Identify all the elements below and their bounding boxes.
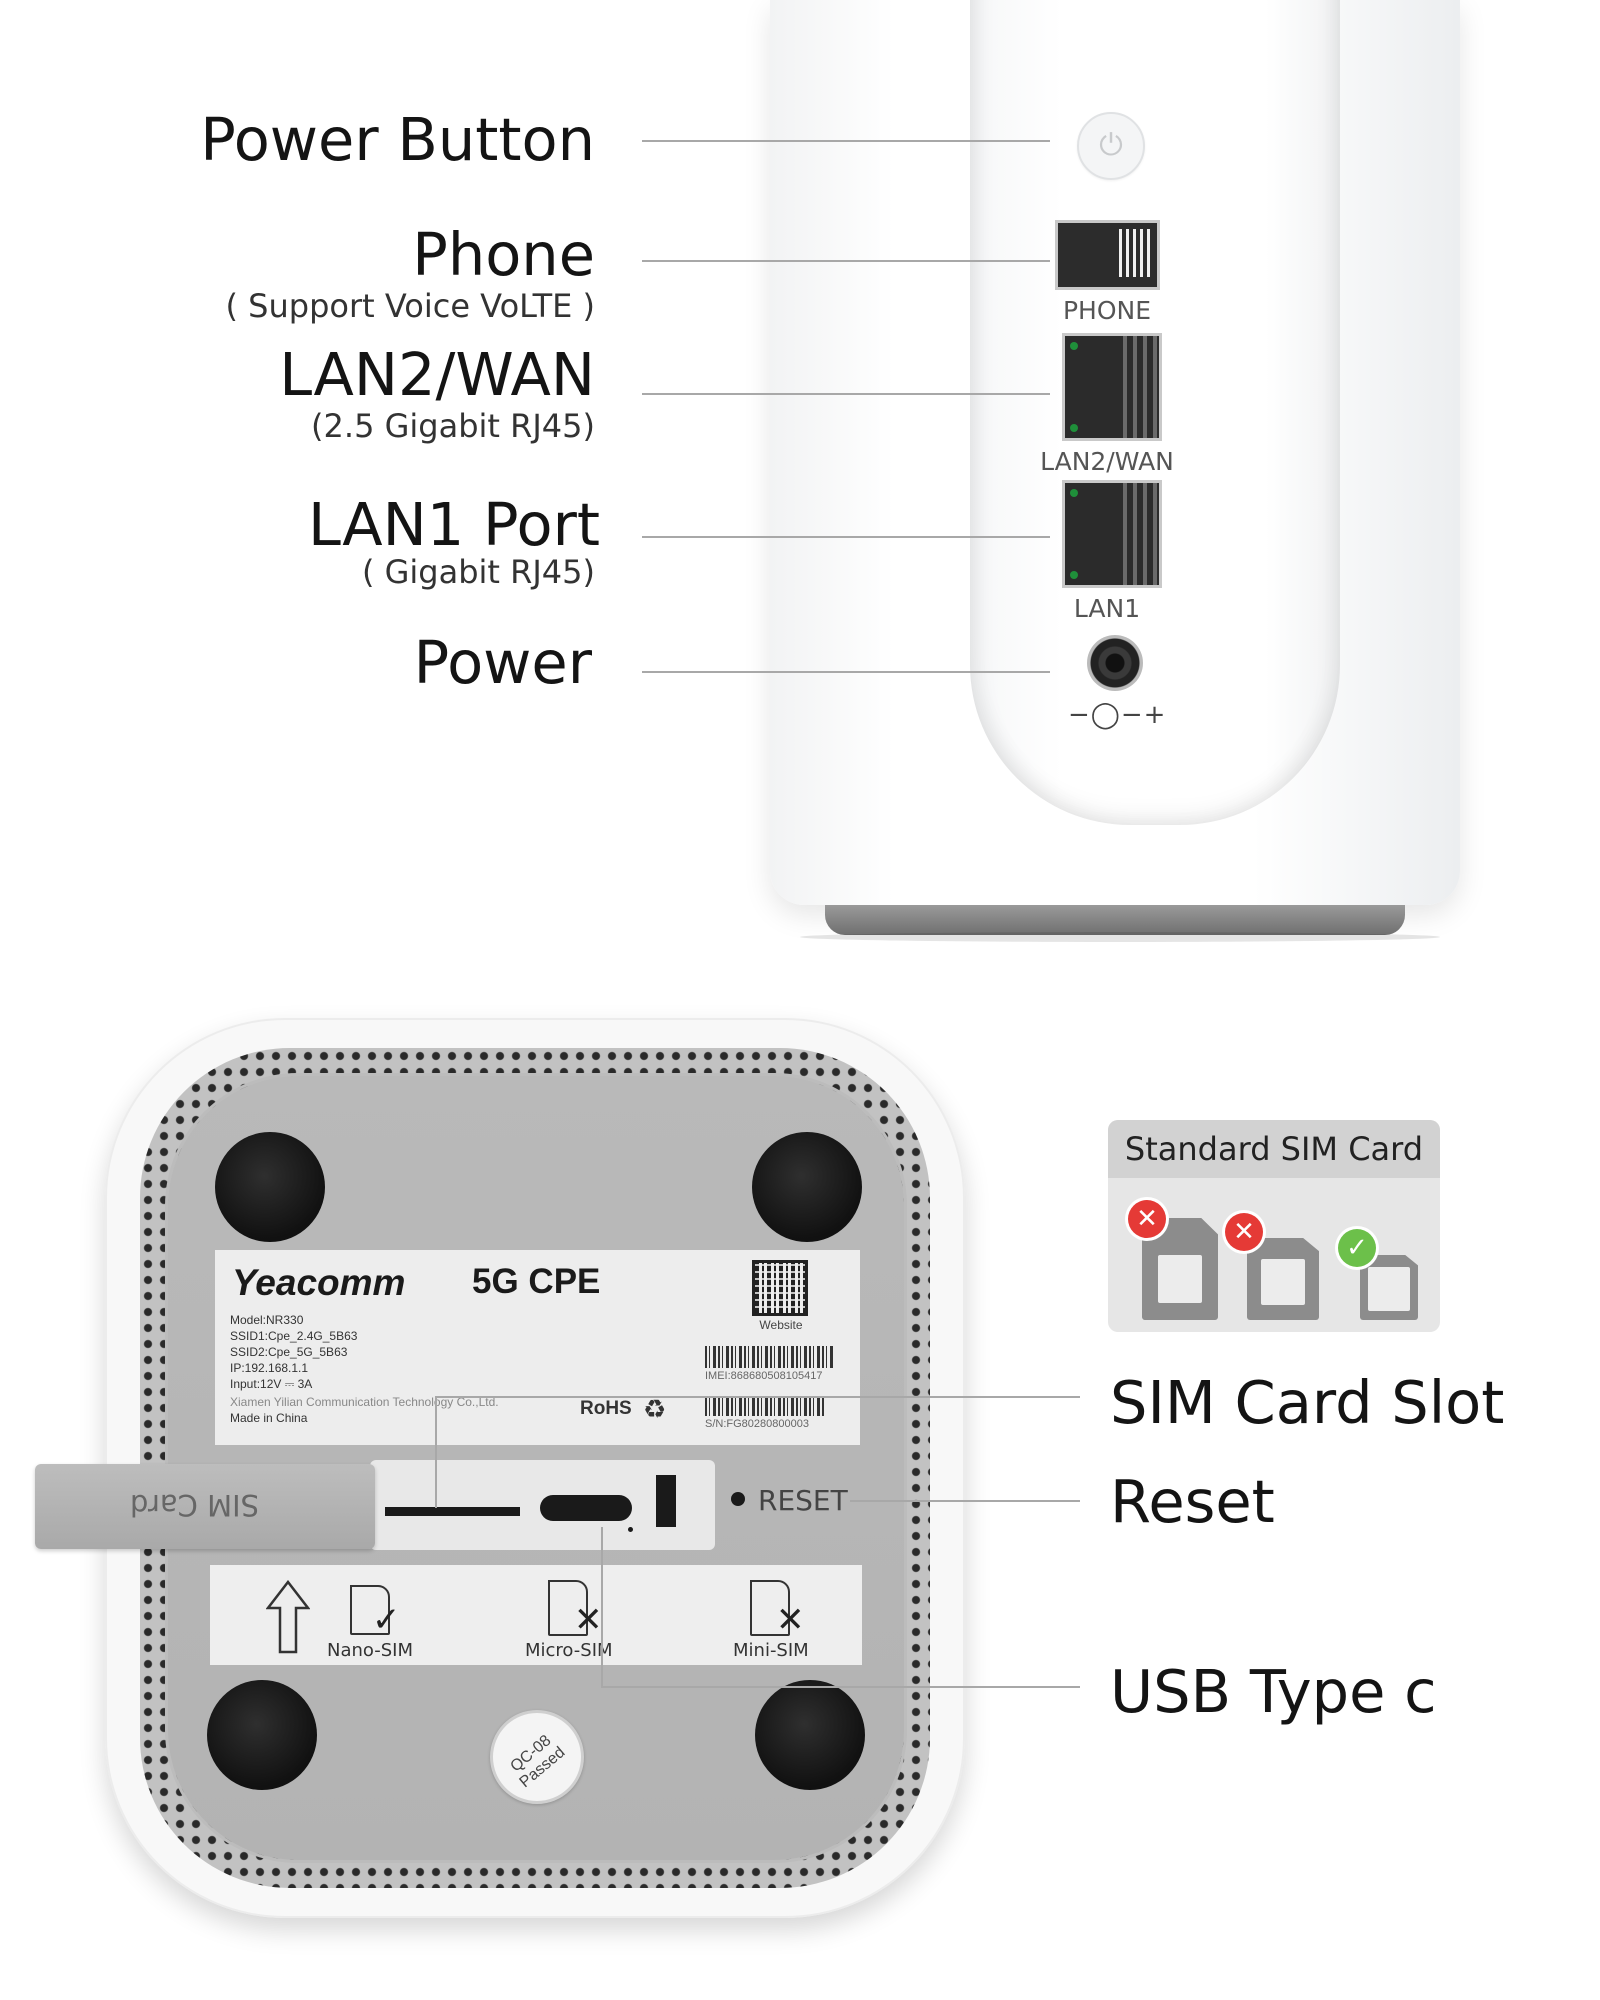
leader-sim-slot <box>435 1396 1080 1398</box>
standard-sim-chip-icon <box>1156 1253 1204 1305</box>
rubber-foot-bottom-right <box>755 1680 865 1790</box>
leader-power-button <box>642 140 1050 142</box>
leader-sim-slot-drop <box>435 1396 437 1508</box>
callout-lan1-subtitle: ( Gigabit RJ45) <box>361 553 595 591</box>
router-base-shadow <box>800 932 1440 942</box>
usb-type-c-port[interactable] <box>540 1495 632 1521</box>
qc-passed-seal: QC-08 Passed <box>490 1710 584 1804</box>
qr-caption: Website <box>759 1318 803 1332</box>
rohs-mark: RoHS <box>580 1398 632 1419</box>
mini-sim-cross-icon: ✕ <box>776 1600 805 1640</box>
rubber-foot-top-right <box>752 1132 862 1242</box>
callout-lan1: LAN1 Port <box>308 490 600 559</box>
sticker-brand: Yeacomm <box>232 1262 406 1303</box>
nano-sim-chip-icon <box>1366 1265 1412 1313</box>
leader-reset <box>850 1500 1080 1502</box>
micro-sim-chip-icon <box>1259 1257 1307 1307</box>
recycle-icon: ♻ <box>643 1394 667 1424</box>
lan2-wan-port <box>1062 333 1162 441</box>
lan2-led-bottom <box>1070 424 1078 432</box>
nano-sim-label: Nano-SIM <box>327 1640 414 1661</box>
sticker-input: Input:12V ⎓ 3A <box>230 1377 313 1391</box>
insert-arrow-icon <box>266 1580 310 1654</box>
lan1-port-pins <box>1116 483 1159 585</box>
dc-power-jack <box>1087 635 1143 691</box>
qc-seal-text: QC-08 Passed <box>507 1732 569 1792</box>
leader-usb <box>601 1686 1080 1688</box>
mini-sim-outline-icon <box>750 1580 790 1636</box>
barcode-serial-text: S/N:FG80280800003 <box>705 1418 809 1430</box>
sticker-origin: Made in China <box>230 1411 308 1425</box>
callout-usb-type-c: USB Type c <box>1110 1657 1437 1726</box>
phone-port-label: PHONE <box>1062 296 1152 325</box>
lan1-led-bottom <box>1070 571 1078 579</box>
sim-card-slot[interactable] <box>385 1507 520 1516</box>
callout-power: Power <box>413 628 592 697</box>
rubber-foot-bottom-left <box>207 1680 317 1790</box>
sticker-product: 5G CPE <box>472 1262 601 1301</box>
sticker-model: Model:NR330 <box>230 1313 304 1327</box>
nano-sim-outline-icon <box>350 1585 390 1635</box>
sticker-maker: Xiamen Yilian Communication Technology C… <box>230 1395 499 1409</box>
dc-polarity-icon: −◯−+ <box>1068 700 1167 730</box>
rubber-foot-top-left <box>215 1132 325 1242</box>
lan1-led-top <box>1070 489 1078 497</box>
lan2-led-top <box>1070 342 1078 350</box>
mini-sim-label: Mini-SIM <box>733 1640 809 1661</box>
callout-phone-subtitle: ( Support Voice VoLTE ) <box>225 287 595 325</box>
callout-sim-card-slot: SIM Card Slot <box>1110 1368 1505 1437</box>
lan1-port <box>1062 480 1162 588</box>
sticker-ssid1: SSID1:Cpe_2.4G_5B63 <box>230 1329 358 1343</box>
barcode-serial <box>705 1396 825 1416</box>
power-button-icon[interactable]: ⏻ <box>1077 112 1145 180</box>
micro-sim-cross-icon: ✕ <box>1225 1213 1263 1251</box>
reset-dot-icon <box>731 1492 745 1506</box>
standard-sim-cross-icon: ✕ <box>1128 1200 1166 1238</box>
qr-code <box>752 1260 808 1316</box>
leader-lan2-wan <box>642 393 1050 395</box>
phone-port-pins <box>1119 229 1153 277</box>
micro-sim-cross-icon: ✕ <box>574 1600 603 1640</box>
callout-reset: Reset <box>1110 1467 1275 1536</box>
lan2-port-label: LAN2/WAN <box>1040 447 1174 476</box>
leader-phone <box>642 260 1050 262</box>
router-base <box>825 905 1405 935</box>
barcode-imei-text: IMEI:868680508105417 <box>705 1370 823 1382</box>
callout-power-button: Power Button <box>200 105 595 174</box>
sim-tray-label: SIM Card <box>130 1488 260 1522</box>
sticker-ssid2: SSID2:Cpe_5G_5B63 <box>230 1345 348 1359</box>
sticker-ip: IP:192.168.1.1 <box>230 1361 309 1375</box>
callout-lan2-wan-subtitle: (2.5 Gigabit RJ45) <box>311 407 595 445</box>
nano-sim-check-icon: ✓ <box>372 1600 401 1640</box>
sim-card-tray[interactable] <box>35 1464 375 1549</box>
barcode-imei <box>705 1346 835 1368</box>
leader-power <box>642 671 1050 673</box>
micro-sim-label: Micro-SIM <box>525 1640 613 1661</box>
leader-lan1 <box>642 536 1050 538</box>
phone-port <box>1055 220 1160 290</box>
reset-button[interactable] <box>656 1475 676 1527</box>
lan1-port-label: LAN1 <box>1073 594 1141 623</box>
standard-sim-title: Standard SIM Card <box>1108 1120 1440 1178</box>
callout-lan2-wan: LAN2/WAN <box>279 340 595 409</box>
reset-label: RESET <box>758 1484 848 1517</box>
micro-sim-outline-icon <box>548 1580 588 1636</box>
lan2-port-pins <box>1116 336 1159 438</box>
usb-indicator-dot <box>628 1527 633 1532</box>
leader-usb-drop <box>601 1527 603 1687</box>
callout-phone: Phone <box>412 220 595 289</box>
nano-sim-check-badge-icon: ✓ <box>1338 1229 1376 1267</box>
